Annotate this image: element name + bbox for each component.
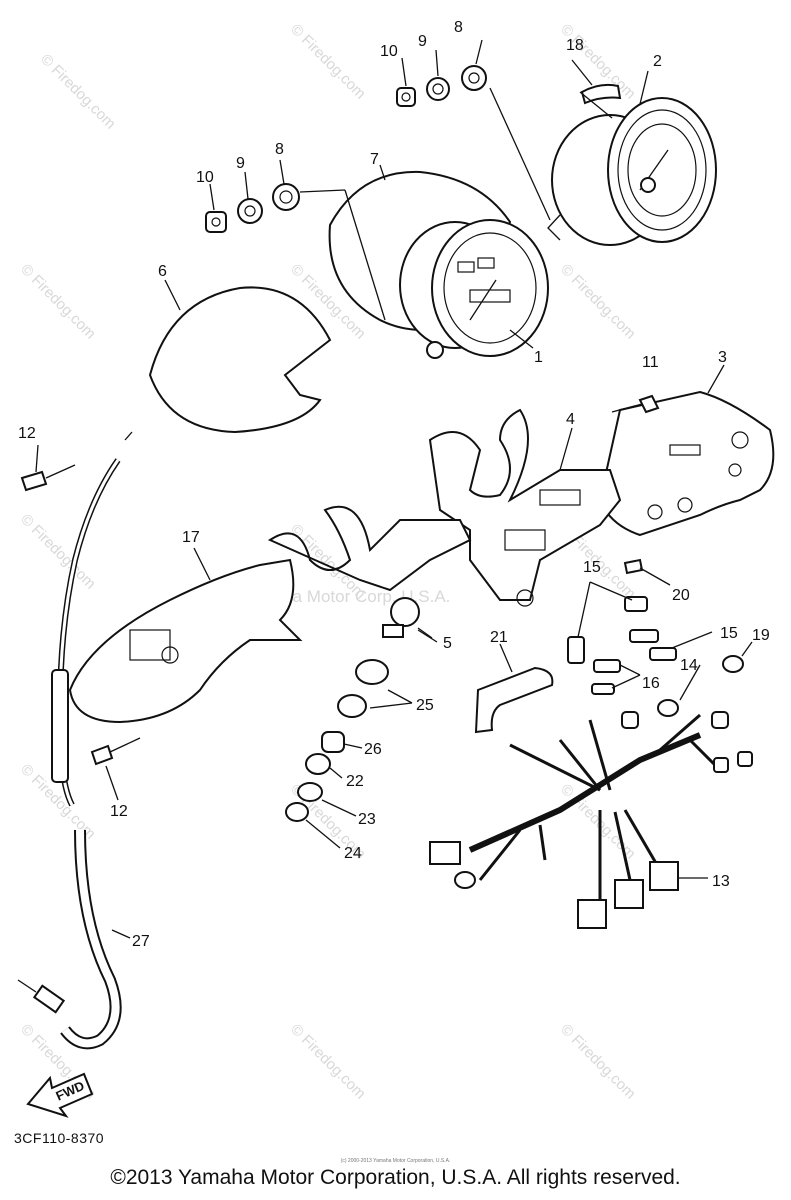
part-label: 14	[680, 657, 698, 674]
part-label: 22	[346, 773, 364, 790]
leader-lines	[35, 39, 753, 939]
part-label: 15	[583, 559, 601, 576]
part-label: 17	[182, 529, 200, 546]
part-12-screw-upper	[20, 470, 48, 492]
part-22-washer	[305, 753, 331, 775]
part-label: 1	[534, 349, 543, 366]
part-1-speedometer	[399, 219, 549, 359]
watermarks: © Firedog.com © Firedog.com © Firedog.co…	[17, 21, 639, 1103]
part-label: 24	[344, 845, 362, 862]
watermark: © Firedog.com	[287, 21, 369, 103]
part-labels: 1 2 3 4 5 6 7 8 8 9 9 10 10 11 12 12 13 …	[18, 19, 770, 950]
part-label: 3	[718, 349, 727, 366]
part-17-bracket	[267, 505, 472, 592]
part-label: 21	[490, 629, 508, 646]
part-label: 9	[236, 155, 245, 172]
diagram-code: 3CF110-8370	[14, 1130, 105, 1146]
part-3-bracket	[598, 390, 775, 537]
part-label: 16	[642, 675, 660, 692]
part-label: 5	[443, 635, 452, 652]
watermark: © Firedog.com	[557, 1021, 639, 1103]
copyright-notice: ©2013 Yamaha Motor Corporation, U.S.A. A…	[110, 1166, 681, 1189]
parts-8-9-10-upper	[396, 65, 487, 107]
part-label: 8	[275, 141, 284, 158]
part-4-housing	[428, 408, 622, 601]
part-18-clip	[580, 83, 622, 105]
part-27-cable	[17, 431, 133, 1050]
part-21-bracket	[474, 666, 554, 734]
part-label: 18	[566, 37, 584, 54]
part-label: 4	[566, 411, 575, 428]
part-label: 20	[672, 587, 690, 604]
part-6-cover	[148, 286, 332, 434]
part-24-nut	[285, 802, 309, 822]
part-20-screw	[623, 558, 644, 575]
part-label: 10	[380, 43, 398, 60]
part-12-screw-lower	[90, 744, 114, 766]
watermark: © Firedog.com	[17, 261, 99, 343]
part-label: 25	[416, 697, 434, 714]
fwd-arrow: FWD	[26, 1072, 94, 1118]
watermark: © Firedog.com	[557, 261, 639, 343]
part-11-bolt	[638, 394, 660, 414]
part-label: 27	[132, 933, 150, 950]
part-label: 11	[642, 354, 659, 371]
part-17-housing	[68, 558, 303, 724]
part-label: 8	[454, 19, 463, 36]
watermark: © Firedog.com	[557, 781, 639, 863]
part-13-harness	[429, 711, 753, 929]
part-5-switch	[382, 597, 433, 639]
part-label: 2	[653, 53, 662, 70]
part-label: 12	[18, 425, 36, 442]
tiny-notice: (c) 2000-2013 Yamaha Motor Corporation, …	[340, 1158, 451, 1164]
part-label: 23	[358, 811, 376, 828]
part-26-collar	[321, 731, 345, 753]
part-label: 19	[752, 627, 770, 644]
part-2-tachometer	[547, 97, 717, 246]
part-23-washer	[297, 782, 323, 802]
watermark: © Firedog.com	[37, 51, 119, 133]
part-19-bulb	[722, 655, 744, 673]
part-label: 15	[720, 625, 738, 642]
part-label: 9	[418, 33, 427, 50]
part-label: 26	[364, 741, 382, 758]
part-label: 12	[110, 803, 128, 820]
part-label: 7	[370, 151, 379, 168]
part-14-bulb	[657, 699, 679, 717]
parts-25-grommets	[337, 659, 389, 718]
part-label: 10	[196, 169, 214, 186]
part-label: 6	[158, 263, 167, 280]
parts-8-9-10-left	[205, 183, 300, 233]
part-label: 13	[712, 873, 730, 890]
parts-15-16-sockets	[567, 581, 677, 695]
watermark: © Firedog.com	[287, 1021, 369, 1103]
